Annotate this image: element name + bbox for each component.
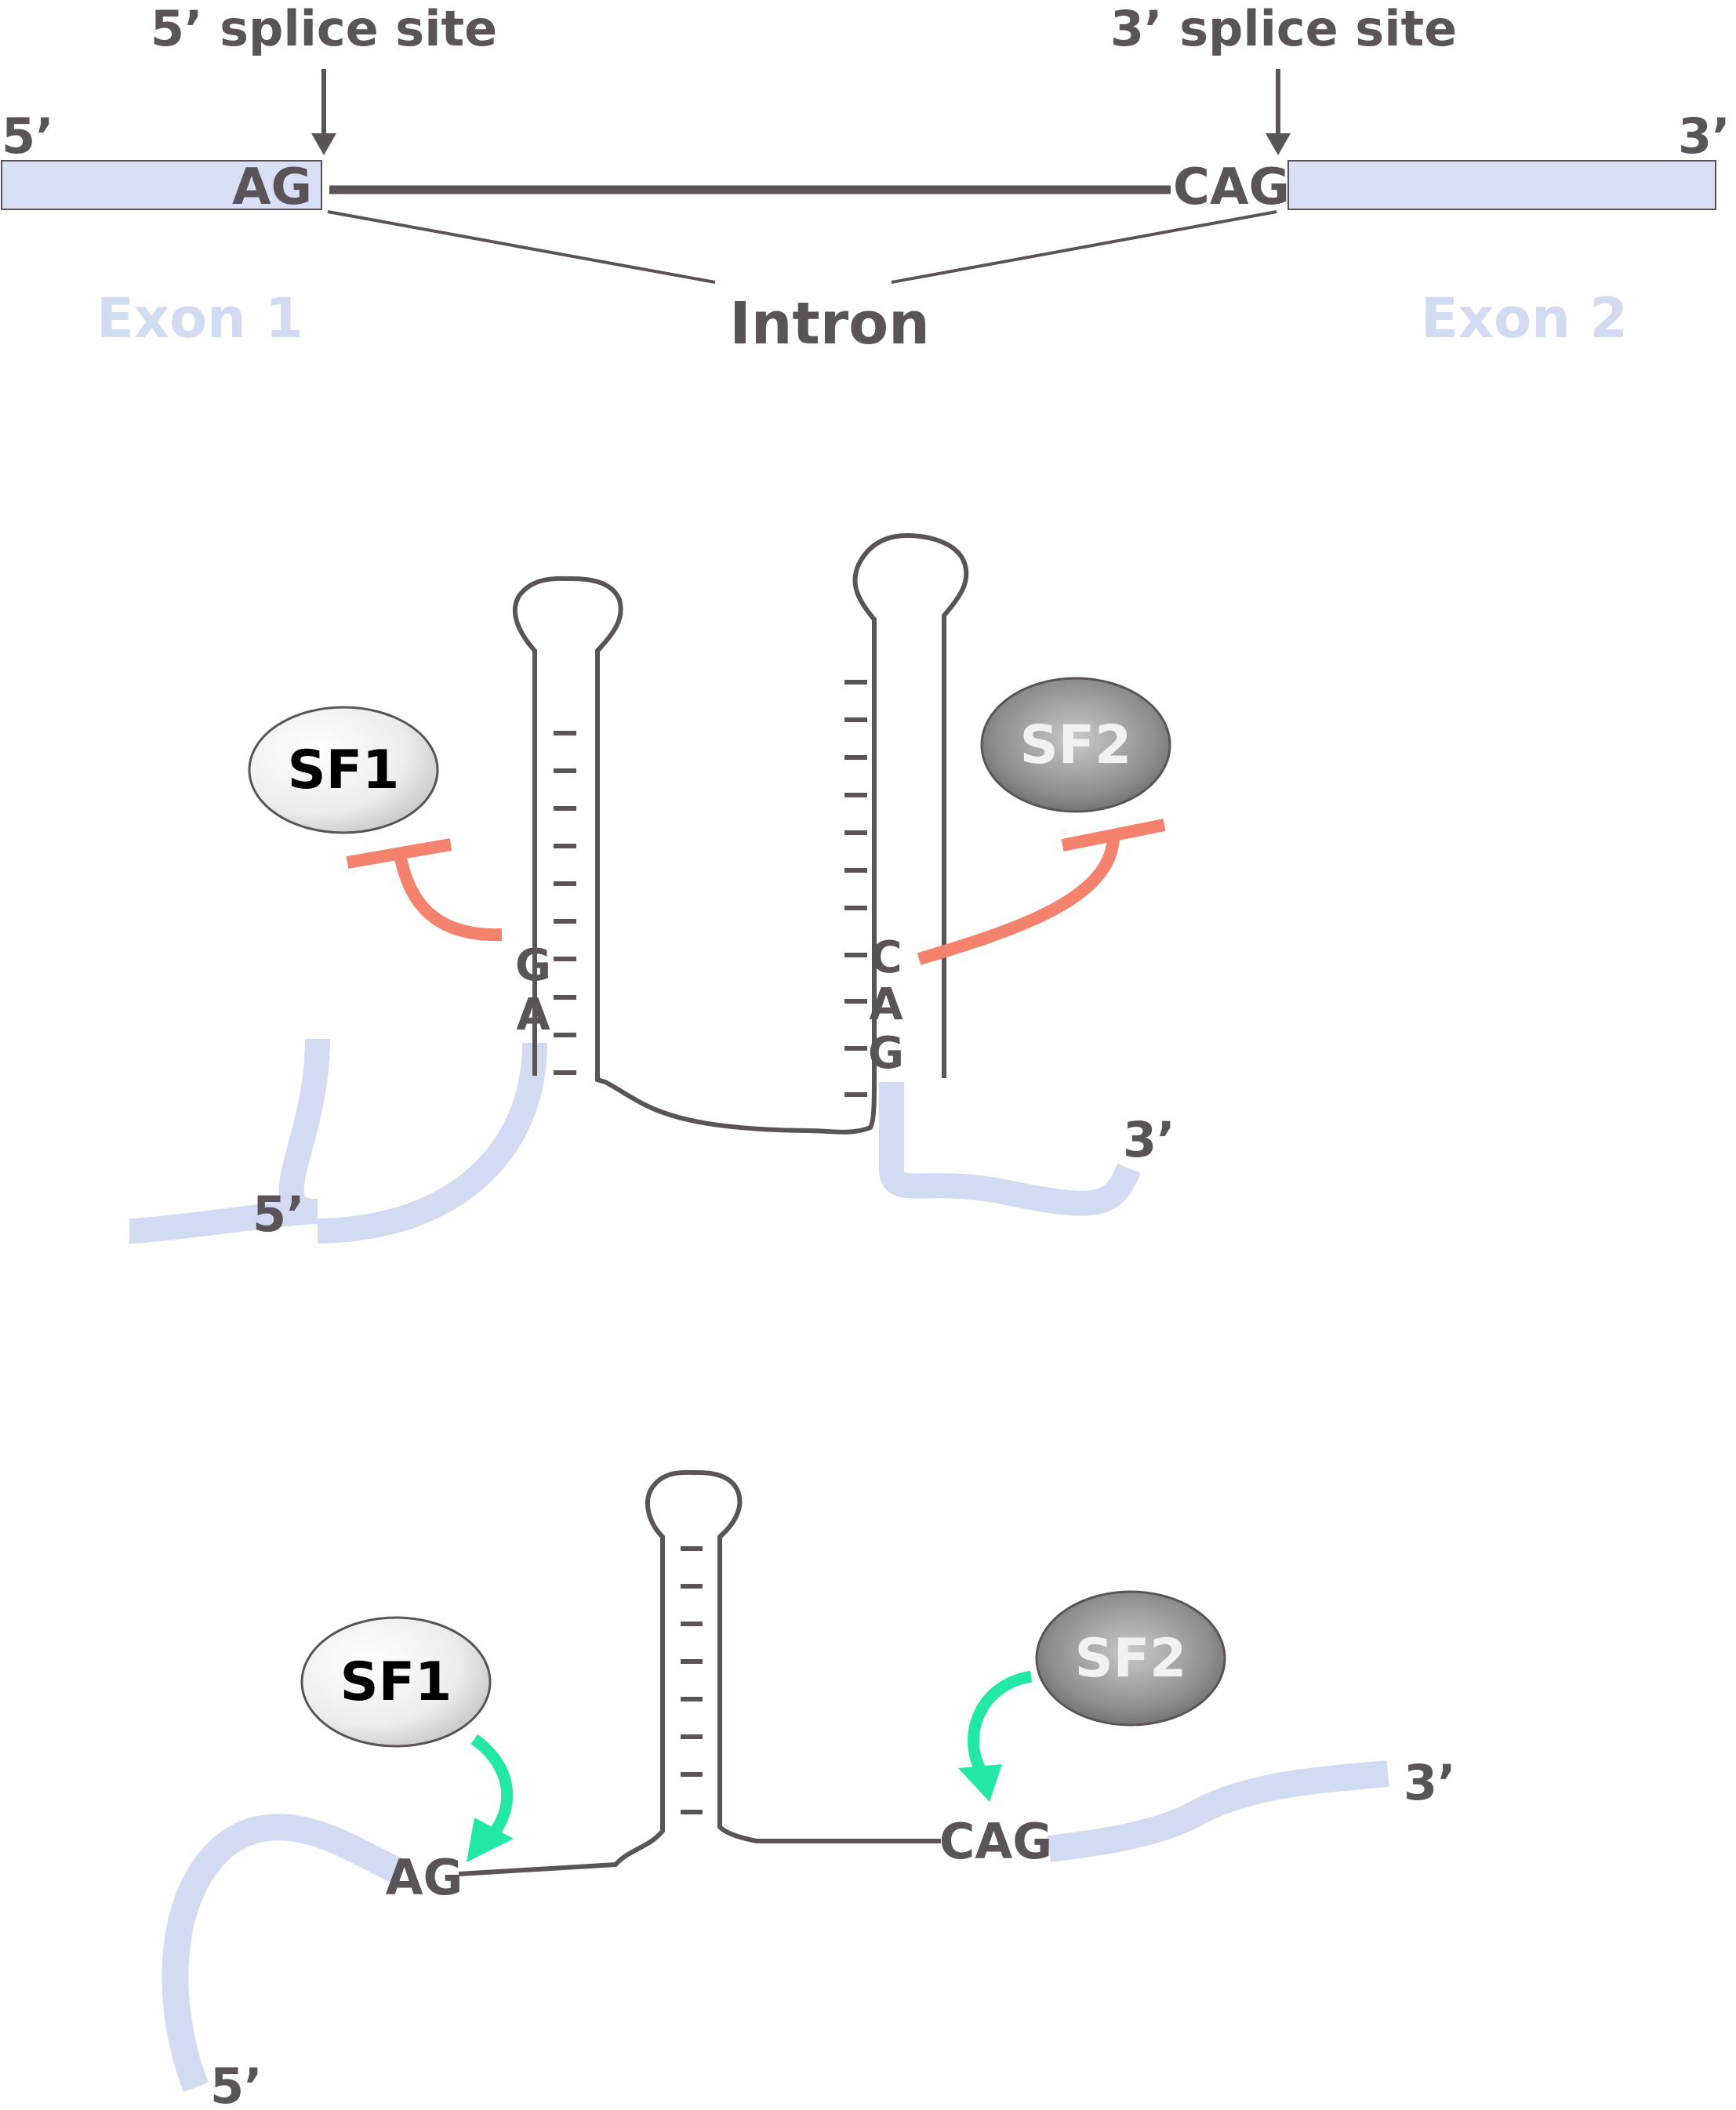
intron-pointer-left [327,210,716,284]
hairpin-left [512,532,969,1135]
base-right-a: A [869,979,903,1030]
base-left-g: G [515,940,551,991]
end-3-label: 3’ [1678,107,1731,165]
intron-label: Intron [729,290,930,358]
panel-bottom: AG CAG SF1 SF2 5’ 3’ [162,1469,1456,2110]
label-3-splice-site: 3’ splice site [1110,0,1457,57]
sf1-factor-bottom: SF1 [300,1616,492,1748]
sf1-label-bottom: SF1 [340,1651,452,1713]
sf2-label-bottom: SF2 [1075,1628,1187,1690]
panel-top: 5’ splice site 3’ splice site 5’ 3’ AG C… [1,0,1731,358]
seq-3-site-bottom: CAG [939,1813,1052,1870]
sf2-label: SF2 [1020,714,1132,776]
exon-1-box [1,160,322,210]
end-5-label-middle: 5’ [252,1186,305,1243]
stem-rungs-left [554,731,576,1075]
end-3-label-middle: 3’ [1123,1111,1175,1168]
exon-1-label: Exon 1 [96,286,303,350]
inhibition-sf1 [346,838,503,942]
exon-strand-3 [879,1082,1141,1216]
seq-5-site-bottom: AG [386,1849,463,1906]
arrow-5-splice-site [311,69,336,155]
sf2-factor-bottom: SF2 [1035,1590,1226,1727]
intron-pointer-right [891,210,1277,284]
base-right-c: C [870,932,902,983]
exon-strand-3-bottom [1047,1760,1389,1862]
stem-rungs-bottom [681,1546,703,1814]
base-right-g: G [868,1028,904,1079]
sf2-factor: SF2 [980,677,1171,813]
base-left-a: A [516,990,550,1040]
hairpin-bottom [458,1469,941,1876]
end-5-label: 5’ [2,107,54,165]
arrow-3-splice-site [1266,69,1291,155]
exon-2-box [1287,160,1716,210]
panel-middle: G A C A G SF1 SF2 5’ 3’ [129,532,1175,1244]
seq-5-site: AG [232,158,312,216]
end-3-label-bottom: 3’ [1404,1754,1456,1811]
activation-sf2 [958,1670,1033,1802]
activation-sf1 [467,1734,514,1862]
inhibition-sf2 [917,819,1166,965]
sf1-label: SF1 [288,739,400,801]
stem-rungs-right [844,680,867,1097]
exon-2-label: Exon 2 [1421,286,1628,350]
end-5-label-bottom: 5’ [210,2057,263,2110]
sf1-factor: SF1 [248,706,439,834]
label-5-splice-site: 5’ splice site [151,0,497,57]
seq-3-site: CAG [1173,158,1290,216]
exon-strand-5-bottom [162,1814,402,2093]
exon-strand-5 [129,1038,547,1244]
